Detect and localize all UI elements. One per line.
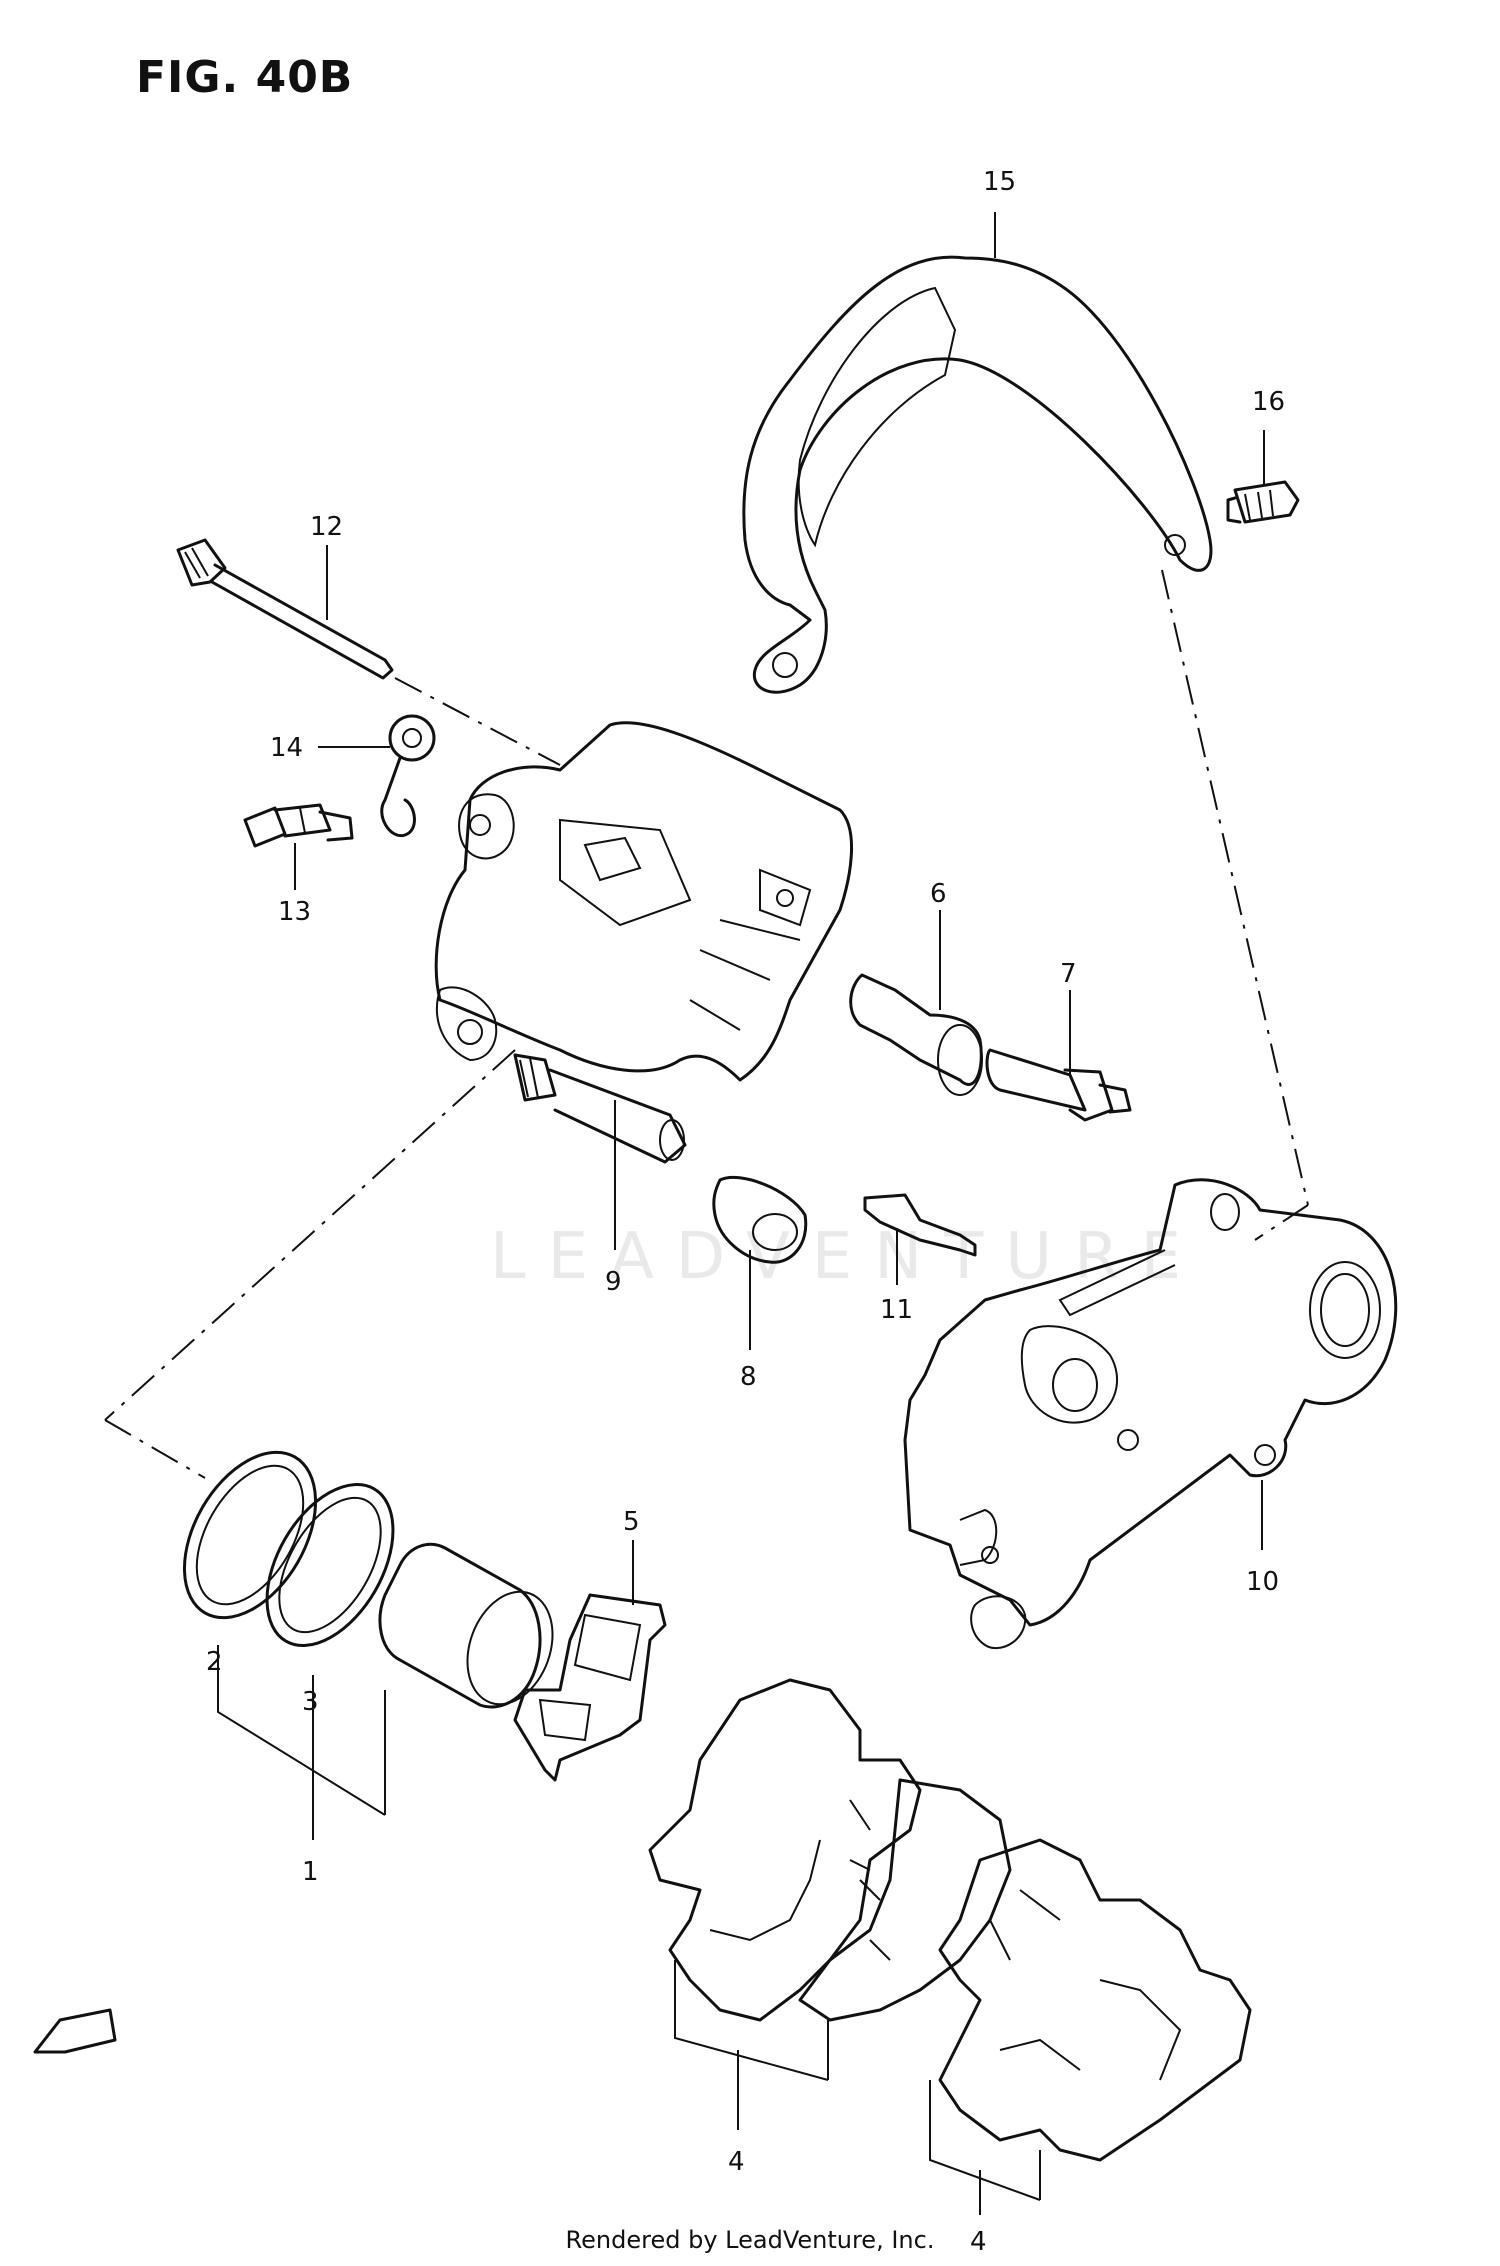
callout-7: 7	[1060, 959, 1077, 989]
part-4-pads-front	[938, 1838, 1252, 2162]
watermark-text: LEADVENTURE	[490, 1220, 1203, 1294]
caliper-body	[434, 721, 853, 1082]
part-12-pin	[176, 538, 394, 680]
callout-15: 15	[983, 167, 1016, 197]
front-arrow-icon: FWD	[33, 2008, 117, 2054]
guide-lines	[104, 569, 1309, 1479]
part-10-holder	[903, 1178, 1398, 1650]
part-11-clip	[863, 1193, 977, 1257]
callout-6: 6	[930, 879, 947, 909]
part-2-seal	[182, 1450, 318, 1620]
front-arrow-label: FWD	[58, 2017, 103, 2046]
footer-credit: Rendered by LeadVenture, Inc.	[565, 2226, 935, 2254]
part-15-bracket	[742, 255, 1213, 694]
part-4-pads-rear	[648, 1678, 1012, 2022]
figure-title: FIG. 40B	[136, 52, 354, 103]
callout-14: 14	[270, 733, 303, 763]
callout-2: 2	[206, 1647, 223, 1677]
leader-4b-bracket	[929, 2080, 1041, 2215]
callout-13: 13	[278, 897, 311, 927]
part-14-cap	[380, 714, 436, 838]
callout-10: 10	[1246, 1567, 1279, 1597]
callout-5: 5	[623, 1507, 640, 1537]
callout-16: 16	[1252, 387, 1285, 417]
leader-4a-bracket	[674, 1960, 829, 2130]
part-7-bolt	[985, 1048, 1132, 1122]
callout-8: 8	[740, 1362, 757, 1392]
part-3-seal	[265, 1482, 395, 1648]
part-6-boot	[849, 973, 983, 1096]
part-13-bleeder	[243, 803, 354, 848]
callout-12: 12	[310, 512, 343, 542]
callout-1: 1	[302, 1857, 319, 1887]
leader-1-bracket	[217, 1645, 386, 1840]
callout-11: 11	[880, 1295, 913, 1325]
callout-3: 3	[302, 1687, 319, 1717]
caliper-piston	[378, 1542, 554, 1709]
callout-4b: 4	[970, 2227, 987, 2257]
callout-4a: 4	[728, 2147, 745, 2177]
callout-9: 9	[605, 1267, 622, 1297]
part-9-pin	[513, 1053, 687, 1164]
part-5-shim	[513, 1593, 667, 1782]
part-16-bolt	[1226, 480, 1300, 524]
part-8-boot	[712, 1175, 808, 1264]
